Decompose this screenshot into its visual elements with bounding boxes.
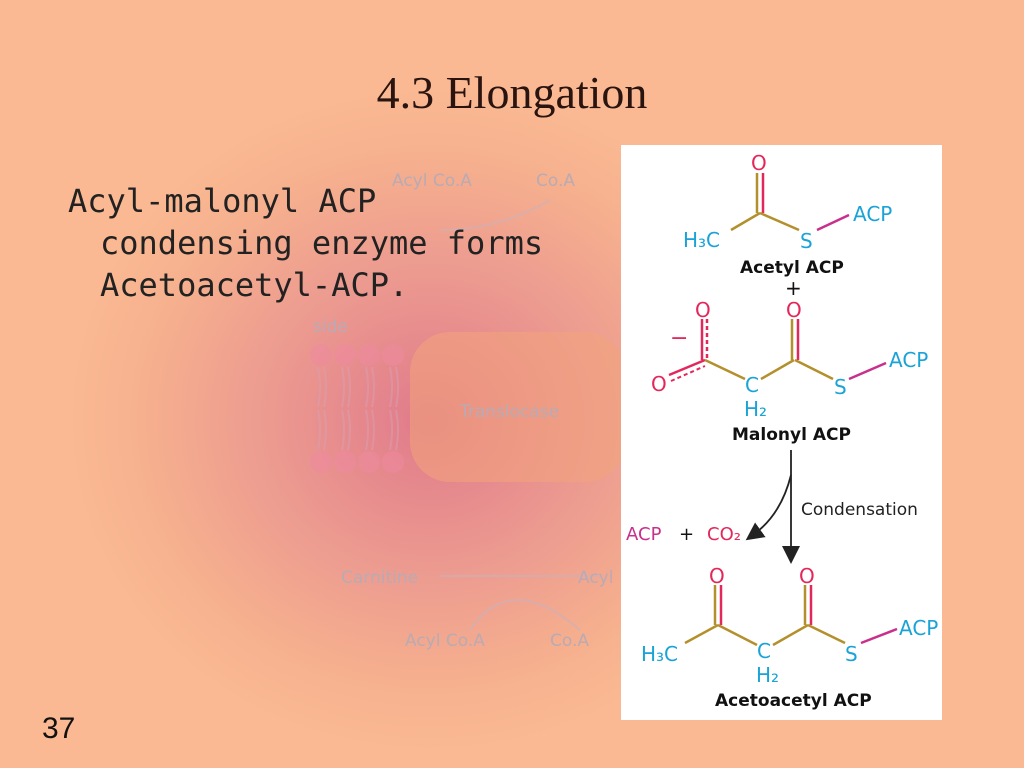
malonyl-sulfur: S — [834, 375, 847, 399]
malonyl-minus-charge: − — [670, 326, 688, 351]
acetoacetyl-acp-label: Acetoacetyl ACP — [715, 691, 872, 711]
byproduct-arrow — [745, 474, 792, 541]
membrane-bilayer — [310, 344, 404, 473]
malonyl-acp-group: ACP — [889, 348, 928, 372]
acetoacetyl-oxygen-1: O — [709, 564, 725, 588]
acetoacetyl-h2: H₂ — [756, 663, 779, 687]
malonyl-acp-structure: O O − O C H₂ S ACP Malonyl ACP — [651, 298, 928, 445]
bg-label-coa-top: Co.A — [536, 171, 575, 191]
malonyl-oxygen-1: O — [695, 298, 711, 322]
bg-label-side: side — [313, 317, 348, 337]
malonyl-acp-label: Malonyl ACP — [732, 425, 851, 445]
acetoacetyl-h3c: H₃C — [641, 642, 678, 666]
slide-title: 4.3 Elongation — [376, 67, 648, 118]
acetoacetyl-sulfur: S — [845, 642, 858, 666]
bg-label-acyl-coa-top: Acyl Co.A — [392, 171, 472, 191]
translocase-box — [410, 332, 625, 482]
slide-body: Acyl-malonyl ACP condensing enzyme forms… — [68, 180, 543, 306]
malonyl-oxygen-minus: O — [651, 372, 667, 396]
slide-number: 37 — [42, 712, 76, 745]
acetyl-acp-group: ACP — [853, 202, 892, 226]
acetoacetyl-carbon: C — [757, 639, 771, 663]
body-line-2: condensing enzyme forms — [100, 224, 544, 262]
body-line-3: Acetoacetyl-ACP. — [100, 266, 409, 304]
bg-label-coa-bottom: Co.A — [550, 631, 589, 651]
reaction-panel: O H₃C S ACP Acetyl ACP + O O − O C H₂ S — [621, 145, 942, 720]
bg-label-translocase: Translocase — [459, 402, 559, 422]
malonyl-h2: H₂ — [744, 397, 767, 421]
bg-label-carnitine: Carnitine — [341, 568, 418, 588]
byproduct-co2: CO₂ — [707, 524, 741, 545]
bg-label-acyl: Acyl — [578, 568, 613, 588]
condensation-label: Condensation — [801, 500, 918, 520]
acetoacetyl-oxygen-2: O — [799, 564, 815, 588]
acetyl-sulfur: S — [800, 229, 813, 253]
acetoacetyl-acp-structure: O O H₃C C H₂ S ACP Acetoacetyl ACP — [641, 564, 938, 711]
byproduct-acp: ACP — [626, 524, 662, 545]
acetyl-h3c: H₃C — [683, 228, 720, 252]
acetoacetyl-acp-group: ACP — [899, 616, 938, 640]
acetyl-acp-structure: O H₃C S ACP Acetyl ACP — [683, 151, 892, 278]
body-line-1: Acyl-malonyl ACP — [68, 182, 377, 220]
acetyl-acp-label: Acetyl ACP — [740, 258, 844, 278]
plus-sign: + — [785, 276, 802, 300]
malonyl-oxygen-2: O — [786, 298, 802, 322]
acetyl-oxygen: O — [751, 151, 767, 175]
bg-label-acyl-coa-bottom: Acyl Co.A — [405, 631, 485, 651]
malonyl-carbon: C — [745, 373, 759, 397]
byproduct-plus: + — [679, 524, 694, 545]
